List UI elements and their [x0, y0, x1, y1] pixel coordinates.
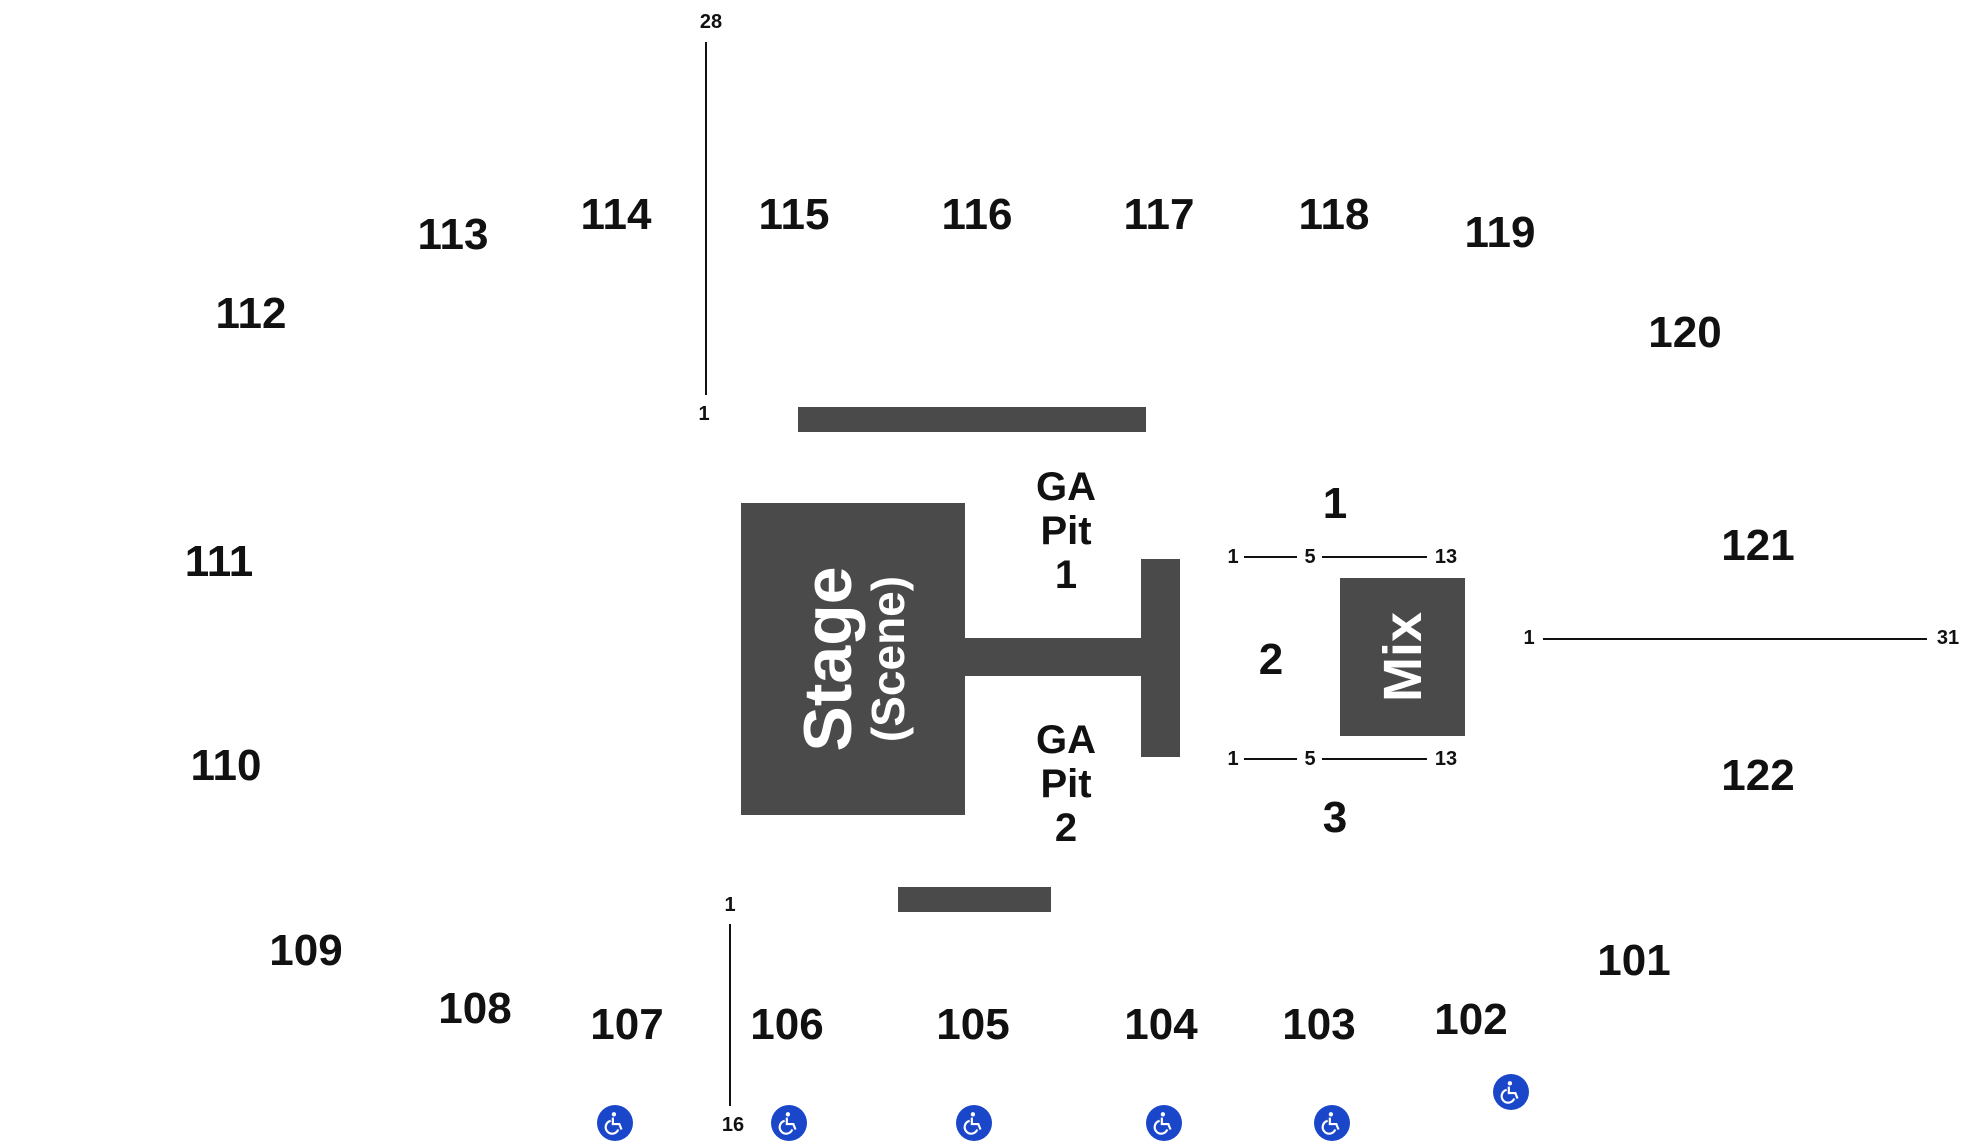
section-115[interactable]: 115 — [758, 190, 830, 239]
section-117[interactable]: 117 — [1123, 190, 1195, 239]
section-103[interactable]: 103 — [1282, 1000, 1356, 1049]
barrier-top — [798, 407, 1146, 432]
ga-pit-2-line1: GA — [1036, 718, 1096, 762]
section-121[interactable]: 121 — [1721, 521, 1795, 570]
section-112[interactable]: 112 — [215, 289, 287, 338]
row-marker-5: 5 — [1304, 546, 1316, 568]
ga-pit-1[interactable]: GA Pit 1 — [1036, 465, 1096, 597]
row-marker-1: 1 — [1227, 748, 1239, 770]
wheelchair-accessible-icon[interactable] — [1493, 1074, 1529, 1110]
ga-pit-1-line3: 1 — [1054, 553, 1078, 597]
stage-runway-end — [1141, 559, 1180, 757]
section-110[interactable]: 110 — [190, 741, 262, 790]
row-marker-1: 1 — [698, 403, 710, 425]
wheelchair-accessible-icon[interactable] — [1146, 1105, 1182, 1141]
row-marker-31: 31 — [1936, 627, 1960, 649]
wheelchair-accessible-icon[interactable] — [1314, 1105, 1350, 1141]
section-109[interactable]: 109 — [269, 926, 343, 975]
row-line-right — [1543, 638, 1927, 640]
stage-label: Stage (Scene) — [790, 566, 914, 752]
section-113[interactable]: 113 — [417, 210, 489, 259]
floor3-row-line-b — [1322, 758, 1427, 760]
mix-position: Mix — [1340, 578, 1465, 736]
ga-pit-2-line2: Pit — [1040, 762, 1092, 806]
stage-subtitle: (Scene) — [862, 575, 914, 743]
row-marker-13: 13 — [1434, 748, 1458, 770]
wheelchair-accessible-icon[interactable] — [597, 1105, 633, 1141]
floor-section-1[interactable]: 1 — [1322, 479, 1348, 528]
section-102[interactable]: 102 — [1434, 995, 1508, 1044]
row-marker-1: 1 — [1523, 627, 1535, 649]
section-116[interactable]: 116 — [941, 190, 1013, 239]
section-111[interactable]: 111 — [184, 537, 254, 586]
ga-pit-1-line2: Pit — [1040, 509, 1092, 553]
row-marker-13: 13 — [1434, 546, 1458, 568]
row-marker-16: 16 — [721, 1114, 745, 1136]
row-marker-28: 28 — [699, 11, 723, 33]
row-marker-1: 1 — [1227, 546, 1239, 568]
floor-section-3[interactable]: 3 — [1322, 793, 1348, 842]
stage: Stage (Scene) — [741, 503, 965, 815]
row-line-bottom — [729, 924, 731, 1106]
wheelchair-accessible-icon[interactable] — [771, 1105, 807, 1141]
row-line-top — [705, 42, 707, 395]
stage-runway — [965, 638, 1143, 676]
mix-label: Mix — [1372, 611, 1433, 703]
section-119[interactable]: 119 — [1464, 208, 1536, 257]
stage-title: Stage — [790, 566, 866, 752]
section-114[interactable]: 114 — [580, 190, 652, 239]
row-marker-5: 5 — [1304, 748, 1316, 770]
ga-pit-1-line1: GA — [1036, 465, 1096, 509]
ga-pit-2[interactable]: GA Pit 2 — [1036, 718, 1096, 850]
section-118[interactable]: 118 — [1298, 190, 1370, 239]
section-105[interactable]: 105 — [936, 1000, 1010, 1049]
section-101[interactable]: 101 — [1597, 936, 1671, 985]
section-120[interactable]: 120 — [1648, 308, 1722, 357]
section-107[interactable]: 107 — [590, 1000, 664, 1049]
section-122[interactable]: 122 — [1721, 751, 1795, 800]
barrier-bottom — [898, 887, 1051, 912]
row-marker-1: 1 — [724, 894, 736, 916]
floor3-row-line-a — [1244, 758, 1297, 760]
section-108[interactable]: 108 — [438, 984, 512, 1033]
ga-pit-2-line3: 2 — [1054, 806, 1078, 850]
section-104[interactable]: 104 — [1124, 1000, 1198, 1049]
floor1-row-line-a — [1244, 556, 1297, 558]
wheelchair-accessible-icon[interactable] — [956, 1105, 992, 1141]
section-106[interactable]: 106 — [750, 1000, 824, 1049]
floor-section-2[interactable]: 2 — [1258, 635, 1284, 684]
floor1-row-line-b — [1322, 556, 1427, 558]
